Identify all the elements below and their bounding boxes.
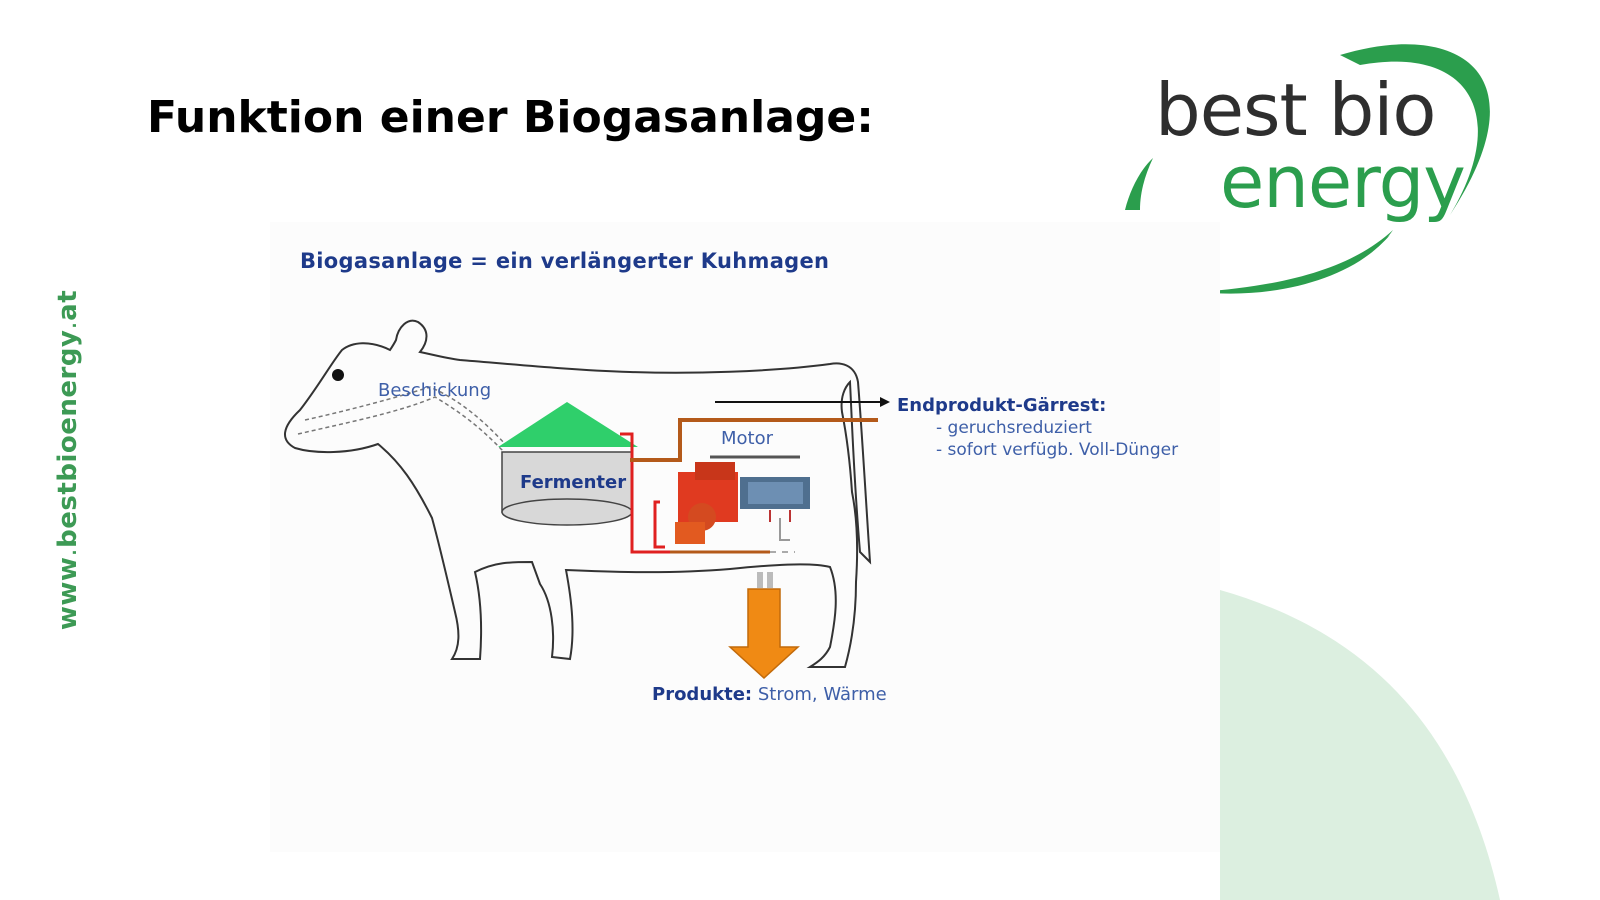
- generator-icon: [740, 477, 810, 541]
- arrow-head-icon: [880, 397, 890, 407]
- output-arrow-icon: [728, 572, 800, 680]
- diagram-panel: [270, 222, 1220, 852]
- label-produkte-value: Strom, Wärme: [752, 684, 887, 705]
- label-beschickung: Beschickung: [378, 380, 492, 401]
- side-website-url[interactable]: www.bestbioenergy.at: [53, 290, 83, 630]
- cow-eye-icon: [332, 369, 344, 381]
- brand-logo[interactable]: best bio energy: [1125, 30, 1555, 300]
- residue-pipe-brown: [630, 418, 878, 462]
- url-tld: at: [53, 289, 83, 321]
- label-fermenter: Fermenter: [520, 472, 627, 493]
- logo-swoosh-icon: [1125, 44, 1490, 294]
- url-dot: .: [53, 547, 83, 557]
- url-dot: .: [53, 320, 83, 330]
- feed-path-dashed: [297, 396, 516, 481]
- logo-text-best-bio: best bio: [1155, 68, 1436, 152]
- label-produkte-key: Produkte:: [652, 684, 753, 705]
- logo-text-energy: energy: [1220, 140, 1466, 224]
- fermenter-tank-icon: [498, 402, 638, 526]
- diagram-heading: Biogasanlage = ein verlängerter Kuhmagen: [300, 249, 830, 273]
- decorative-green-arc: [1220, 590, 1600, 900]
- label-produkte: Produkte: Strom, Wärme: [652, 684, 887, 705]
- url-domain: bestbioenergy: [53, 329, 83, 548]
- slide-title: Funktion einer Biogasanlage:: [147, 92, 874, 143]
- label-endprodukt-item: - sofort verfügb. Voll-Dünger: [936, 440, 1179, 460]
- biogas-cow-diagram: [284, 319, 890, 680]
- label-endprodukt-title: Endprodukt-Gärrest:: [897, 395, 1107, 416]
- label-endprodukt-item: - geruchsreduziert: [936, 418, 1092, 438]
- cow-outline-icon: [284, 319, 872, 668]
- engine-icon: [675, 455, 800, 544]
- logo-word-best: best b: [1155, 68, 1374, 152]
- gas-pipe-red: [620, 432, 670, 554]
- url-www: www: [53, 556, 83, 631]
- logo-word-bio-end: io: [1373, 68, 1436, 152]
- label-motor: Motor: [721, 428, 774, 449]
